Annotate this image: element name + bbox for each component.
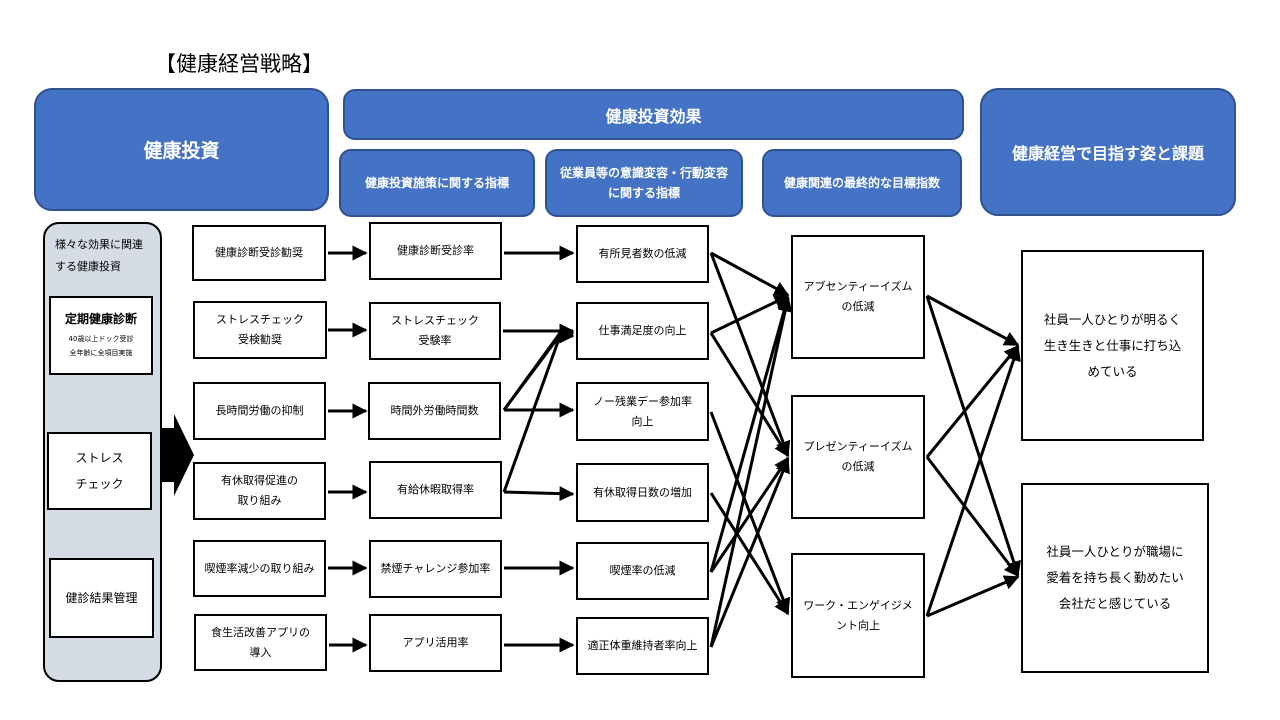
connector (709, 295, 792, 573)
measure-box: ストレスチェック 受検勧奨 (193, 301, 327, 359)
measure-index-box: ストレスチェック 受験率 (369, 302, 501, 360)
stress-check-box: ストレス チェック (47, 432, 152, 510)
header-awareness-index: 従業員等の意識変容・行動変容に関する指標 (545, 149, 743, 217)
side-intro: 様々な効果に関連する健康投資 (55, 234, 151, 278)
connector (502, 328, 575, 493)
connector (709, 252, 791, 457)
connector (710, 251, 790, 297)
checkup-results-box: 健診結果管理 (49, 558, 154, 638)
goal-box: 社員一人ひとりが明るく 生き生きと仕事に打ち込 めている (1021, 250, 1204, 441)
checkup-note-2: 全年齢に全項目実施 (69, 348, 133, 357)
measure-box: 有休取得促進の 取り組み (193, 462, 326, 520)
page-title: 【健康経営戦略】 (155, 52, 323, 76)
connector (925, 345, 1021, 617)
measure-index-box: 禁煙チャレンジ参加率 (369, 540, 502, 598)
awareness-index-box: 仕事満足度の向上 (576, 302, 709, 360)
measure-index-box: 有給休暇取得率 (369, 461, 502, 519)
measure-index-box: 健康診断受診率 (369, 222, 502, 280)
awareness-index-box: 有休取得日数の増加 (576, 463, 709, 522)
connector (925, 456, 1020, 578)
side-intro-text: 様々な効果に関連する健康投資 (55, 238, 143, 273)
connector (503, 486, 575, 502)
awareness-index-box: 適正体重維持者率向上 (576, 617, 709, 675)
header-final-index: 健康関連の最終的な目標指数 (762, 149, 962, 217)
final-index-box: プレゼンティーイズム の低減 (791, 395, 925, 519)
connector (710, 294, 790, 335)
measure-box: 喫煙率減少の取り組み (193, 540, 326, 597)
connector (926, 575, 1020, 618)
measure-box: 健康診断受診勧奨 (192, 225, 326, 281)
measure-index-box: アプリ活用率 (369, 614, 502, 672)
checkup-title: 定期健康診断 (64, 311, 137, 326)
header-awareness-index-text: 従業員等の意識変容・行動変容に関する指標 (559, 166, 728, 200)
awareness-index-box: 喫煙率の低減 (576, 542, 709, 600)
connector (502, 334, 562, 411)
checkup-note-1: 40歳以上ドック受診 (68, 334, 134, 343)
final-index-box: ワーク・エンゲイジメ ント向上 (791, 553, 925, 678)
measure-box: 長時間労働の抑制 (193, 382, 326, 440)
header-goal: 健康経営で目指す姿と課題 (980, 88, 1236, 216)
connector (926, 294, 1020, 347)
connector (709, 457, 790, 648)
connector (709, 456, 790, 573)
connector (925, 344, 1020, 458)
header-measure-index: 健康投資施策に関する指標 (339, 149, 535, 217)
awareness-index-box: ノー残業デー参加率 向上 (576, 382, 709, 441)
final-index-box: アブセンティーイズム の低減 (791, 235, 925, 359)
header-investment: 健康投資 (34, 88, 329, 211)
connector (709, 411, 791, 614)
measure-box: 食生活改善アプリの 導入 (194, 614, 327, 671)
measure-index-box: 時間外労働時間数 (368, 382, 501, 440)
goal-box: 社員一人ひとりが職場に 愛着を持ち長く勤めたい 会社だと感じている (1021, 483, 1209, 673)
awareness-index-box: 有所見者数の低減 (576, 225, 709, 283)
connector (925, 295, 1021, 577)
connector (709, 296, 793, 648)
header-investment-effect: 健康投資効果 (343, 89, 964, 140)
checkup-box: 定期健康診断 40歳以上ドック受診 全年齢に全項目実施 (49, 296, 153, 375)
connector (709, 332, 790, 458)
